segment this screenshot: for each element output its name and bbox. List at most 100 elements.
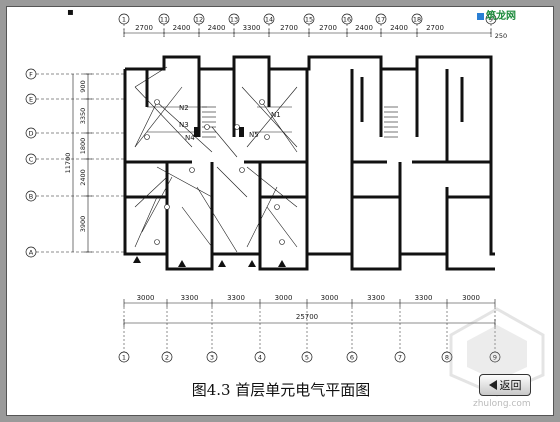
figure-caption: 图4.3 首层单元电气平面图 — [191, 381, 371, 399]
row-axis-D-label: D — [28, 130, 33, 138]
bottom-axis-6-label: 6 — [350, 354, 354, 362]
wire — [134, 196, 158, 248]
wire — [261, 101, 298, 153]
distribution-panel — [194, 127, 199, 137]
top-axis-1-0-label: 1 — [122, 16, 126, 24]
light-fixture — [154, 99, 160, 105]
bottom-axis-8-label: 8 — [445, 354, 449, 362]
bottom-dim-2: 3300 — [227, 294, 245, 302]
wire — [246, 186, 278, 248]
bottom-axis-2-label: 2 — [165, 354, 169, 362]
wire — [134, 66, 168, 88]
logo: 筑龙网 — [477, 7, 516, 22]
bottom-dim-4: 3000 — [321, 294, 339, 302]
light-fixture — [189, 167, 195, 173]
wire — [134, 101, 158, 148]
back-button[interactable]: 返回 — [479, 374, 531, 396]
left-dim-4: 3900 — [79, 216, 87, 233]
top-dim-extra: 250 — [495, 32, 507, 40]
wire — [241, 86, 298, 148]
row-axis-E-label: E — [29, 96, 33, 104]
wire — [134, 86, 193, 148]
circuit-label-N5: N5 — [249, 131, 259, 139]
bottom-axis-5-label: 5 — [305, 354, 309, 362]
wire — [266, 206, 298, 248]
top-axis-15-5-label: 15 — [305, 16, 313, 24]
light-fixture — [154, 239, 160, 245]
light-fixture — [259, 99, 265, 105]
top-axis-14-4-label: 14 — [265, 16, 273, 24]
left-dim-2: 1800 — [79, 138, 87, 155]
distribution-panel — [239, 127, 244, 137]
bottom-dim-5: 3300 — [367, 294, 385, 302]
bottom-axis-9-label: 9 — [493, 354, 497, 362]
total-width-value: 25700 — [296, 313, 318, 321]
bottom-axis-7 — [394, 351, 406, 363]
circuit-label-N3: N3 — [179, 121, 189, 129]
top-axis-18-8-label: 18 — [413, 16, 421, 24]
top-dim-8: 2700 — [426, 24, 444, 32]
outlet-symbol — [133, 256, 141, 263]
wire — [141, 176, 173, 233]
top-dim-5: 2700 — [319, 24, 337, 32]
watermark-text: zhulong.com — [473, 399, 531, 409]
wire — [216, 166, 248, 198]
top-axis-12-2-label: 12 — [195, 16, 203, 24]
row-axis-F-label: F — [29, 71, 33, 79]
left-dim-0: 900 — [79, 80, 87, 92]
bottom-axis-4-label: 4 — [258, 354, 262, 362]
circuit-label-N1: N1 — [271, 111, 281, 119]
wire — [181, 206, 213, 248]
bottom-axis-4 — [254, 351, 266, 363]
total-height-value: 11700 — [64, 153, 72, 174]
row-axis-B-label: B — [29, 193, 33, 201]
wire — [246, 166, 298, 208]
top-axis-16-6-label: 16 — [343, 16, 351, 24]
back-button-label: 返回 — [499, 379, 522, 392]
top-axis-11-1-label: 11 — [160, 16, 168, 24]
outlet-symbol — [218, 260, 226, 267]
top-dim-4: 2700 — [280, 24, 298, 32]
left-dim-1: 3350 — [79, 108, 87, 125]
wire — [246, 86, 298, 148]
circuit-label-N4: N4 — [185, 134, 195, 142]
top-dim-7: 2400 — [390, 24, 408, 32]
bottom-axis-1 — [118, 351, 130, 363]
row-axis-C-label: C — [29, 156, 34, 164]
circuit-label-N2: N2 — [179, 104, 189, 112]
bottom-axis-8 — [441, 351, 453, 363]
wire — [134, 176, 168, 208]
light-fixture — [144, 134, 150, 140]
top-axis-9-9-label: 9 — [489, 16, 493, 24]
light-fixture — [204, 124, 210, 130]
bottom-axis-9 — [489, 351, 501, 363]
corner-marker: ▪ — [67, 7, 74, 18]
bottom-dim-0: 3000 — [137, 294, 155, 302]
bottom-dim-3: 3000 — [275, 294, 293, 302]
bottom-axis-2 — [161, 351, 173, 363]
left-dim-3: 2400 — [79, 169, 87, 186]
wire — [156, 101, 213, 153]
wall-segment — [125, 55, 495, 256]
outlet-symbol — [178, 260, 186, 267]
wall-segment — [123, 69, 495, 271]
light-fixture — [164, 204, 170, 210]
row-axis-A-label: A — [29, 249, 34, 257]
light-fixture — [264, 134, 270, 140]
back-arrow-icon — [488, 380, 497, 390]
bottom-axis-5 — [301, 351, 313, 363]
wire — [211, 126, 238, 158]
top-axis-17-7-label: 17 — [377, 16, 385, 24]
bottom-axis-3 — [206, 351, 218, 363]
top-dim-3: 3300 — [243, 24, 261, 32]
top-dim-0: 2700 — [135, 24, 153, 32]
outlet-symbol — [278, 260, 286, 267]
bottom-axis-1-label: 1 — [122, 354, 126, 362]
light-fixture — [279, 239, 285, 245]
wire — [134, 86, 183, 148]
bottom-dim-7: 3000 — [462, 294, 480, 302]
light-fixture — [239, 167, 245, 173]
bottom-axis-6 — [346, 351, 358, 363]
bottom-dim-6: 3300 — [415, 294, 433, 302]
